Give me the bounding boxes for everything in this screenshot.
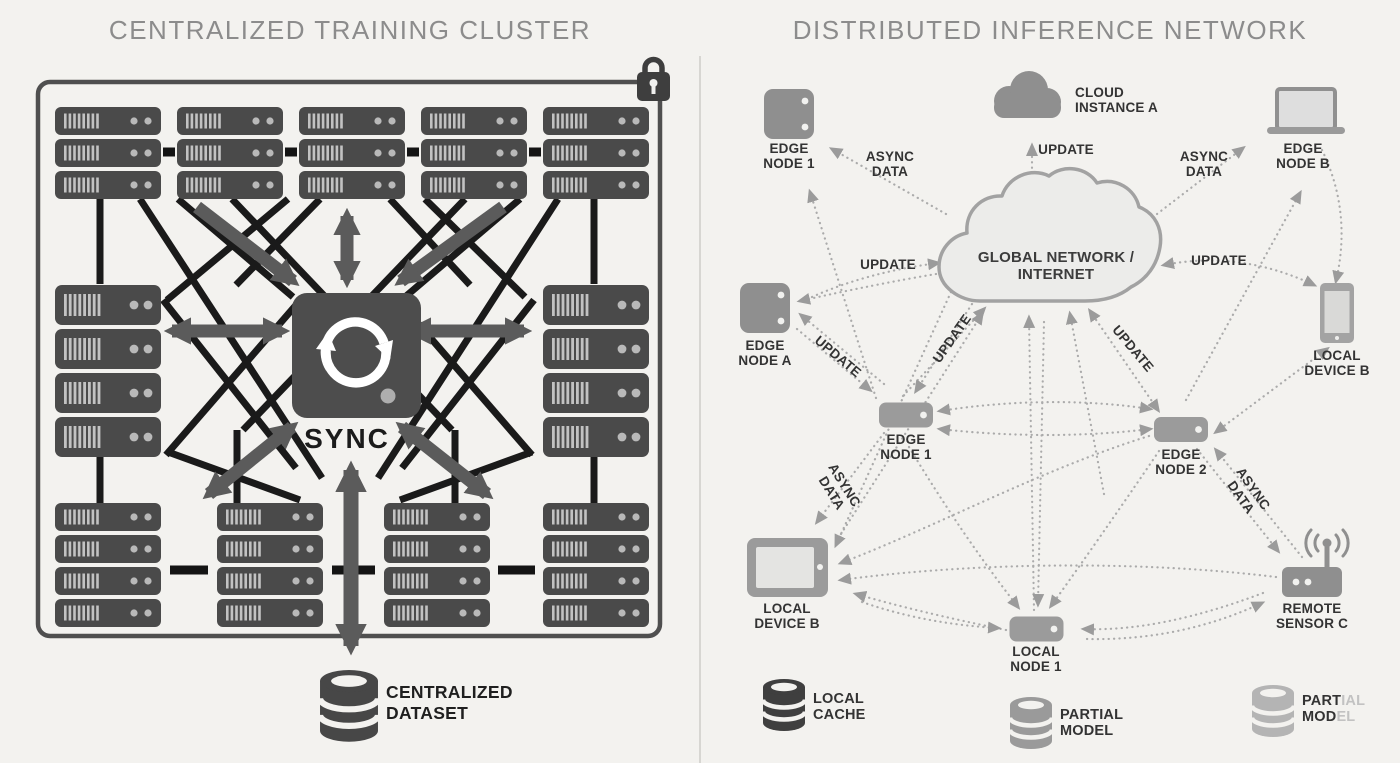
server-rack [543, 107, 649, 199]
edge-node-a-icon [740, 283, 790, 333]
remote-sensor-c-label: REMOTE SENSOR C [1275, 601, 1349, 632]
edge-node-b-label: EDGE NODE B [1276, 141, 1330, 172]
server-rack [543, 503, 649, 627]
edge-node-a-label: EDGE NODE A [738, 338, 792, 369]
edge-node-1-label: EDGE NODE 1 [880, 432, 932, 463]
server-rack [299, 107, 405, 199]
edge-node-2-icon [1154, 417, 1208, 442]
sync-arrows [163, 201, 533, 656]
panel-divider [699, 56, 701, 763]
sync-node [292, 293, 421, 418]
distributed-network-panel [740, 71, 1354, 749]
sync-icon [316, 317, 396, 404]
local-node-1-label: LOCAL NODE 1 [1010, 644, 1062, 675]
partial-model-center-icon [1010, 697, 1052, 749]
server-rack [421, 107, 527, 199]
phone-icon [1320, 283, 1354, 343]
tablet-icon [747, 538, 828, 597]
server-rack [177, 107, 283, 199]
server-rack [543, 285, 649, 457]
lock-icon [637, 56, 670, 101]
laptop-icon [1267, 87, 1345, 134]
server-rack [55, 503, 161, 627]
server-rack [217, 503, 323, 627]
partial-model-right-icon [1252, 685, 1294, 737]
edge-node-2-label: EDGE NODE 2 [1155, 447, 1207, 478]
update-right-label: UPDATE [1191, 253, 1247, 268]
edge-node-1-top-icon [764, 89, 814, 139]
global-network-label: GLOBAL NETWORK / INTERNET [977, 249, 1135, 283]
local-cache-label: LOCAL CACHE [813, 691, 866, 723]
local-node-1-icon [1009, 616, 1064, 642]
server-rack [384, 503, 490, 627]
partial-model-right-label: PARTIAL MODEL [1302, 693, 1366, 725]
async-data-top-left-label: ASYNC DATA [865, 149, 915, 180]
server-rack [55, 285, 161, 457]
async-data-top-right-label: ASYNC DATA [1179, 149, 1229, 180]
right-panel-title: DISTRIBUTED INFERENCE NETWORK [792, 15, 1308, 45]
edge-node-1-icon [879, 402, 933, 428]
centralized-dataset-icon [320, 670, 378, 742]
cloud-instance-a-label: CLOUD INSTANCE A [1075, 85, 1158, 116]
remote-sensor-icon [1282, 528, 1350, 597]
cloud-instance-a-icon [994, 71, 1061, 118]
server-rack [55, 107, 161, 199]
left-panel-title: CENTRALIZED TRAINING CLUSTER [108, 15, 592, 45]
sync-label: SYNC [304, 423, 390, 454]
local-cache-icon [763, 679, 805, 731]
edge-node-1-top-label: EDGE NODE 1 [763, 141, 815, 172]
update-cloud-a-label: UPDATE [1038, 142, 1094, 157]
update-left-label: UPDATE [860, 257, 916, 272]
partial-model-center-label: PARTIAL MODEL [1060, 707, 1124, 739]
local-device-b-phone-label: LOCAL DEVICE B [1304, 348, 1370, 379]
local-device-b-tablet-label: LOCAL DEVICE B [754, 601, 820, 632]
network-connections [795, 142, 1345, 641]
centralized-cluster-panel [35, 56, 670, 742]
global-network-cloud-icon [937, 166, 1163, 303]
centralized-dataset-label: CENTRALIZED DATASET [386, 682, 513, 723]
